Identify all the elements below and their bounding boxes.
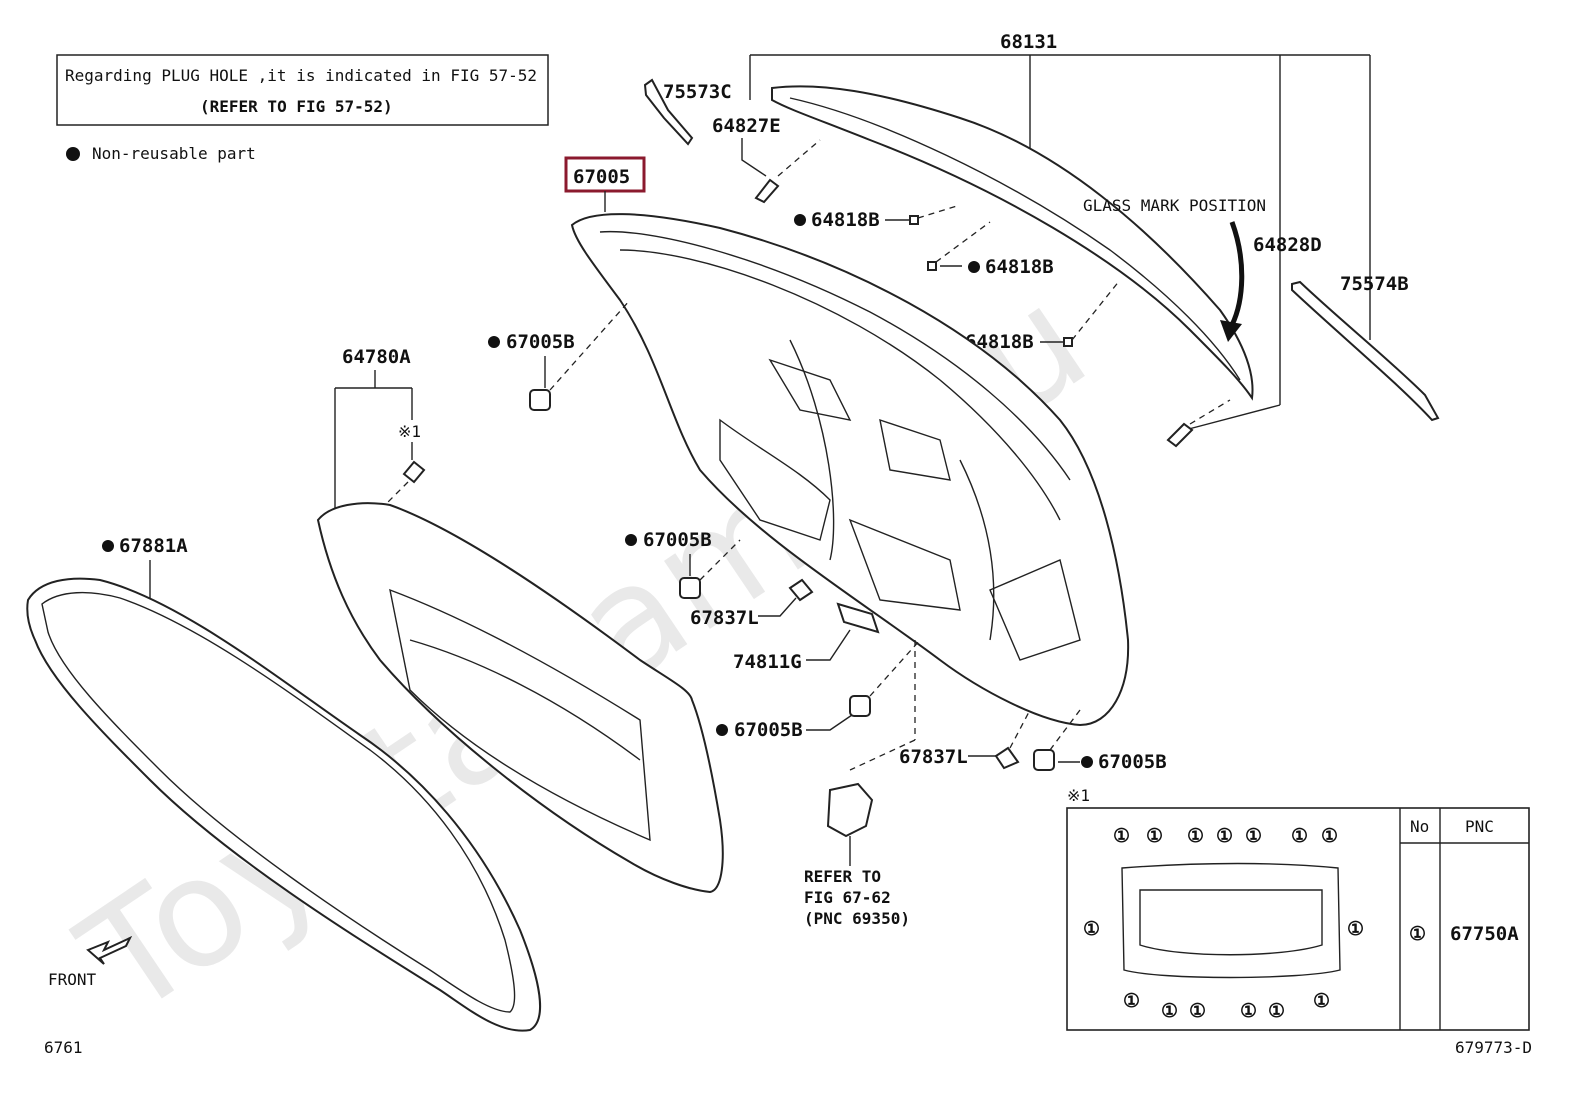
bumper-67005B-3-icon: [849, 695, 871, 717]
label-67837L-1: 67837L: [690, 607, 759, 629]
leader-68131: [749, 54, 1371, 431]
label-67005B-4: 67005B: [1098, 751, 1167, 773]
label-64818B-1: 64818B: [811, 209, 880, 231]
trunk-trim-panel-64780A: [316, 502, 724, 894]
clip-64828D-icon: [1166, 422, 1194, 448]
clip-marker: ①: [1245, 825, 1262, 847]
inset-header-no: No: [1410, 817, 1429, 836]
clip-marker: ①: [1347, 918, 1364, 940]
refer-line1: REFER TO: [804, 867, 881, 886]
clip-marker: ①: [1268, 1000, 1285, 1022]
label-64818B-2: 64818B: [985, 256, 1054, 278]
label-67005: 67005: [573, 166, 630, 188]
non-reusable-dot-icon: [625, 534, 637, 546]
inset-table: No PNC ① 67750A: [1066, 807, 1530, 1031]
clip-64818B-2-icon: [927, 261, 937, 271]
figure-number-left: 6761: [44, 1038, 83, 1057]
clip-marker: ①: [1240, 1000, 1257, 1022]
clip-marker: ①: [1321, 825, 1338, 847]
inset-mark: ※1: [1067, 786, 1090, 805]
label-67005B-2: 67005B: [643, 529, 712, 551]
glass-mark-arrowhead-icon: [1220, 320, 1242, 342]
label-75574B: 75574B: [1340, 273, 1409, 295]
non-reusable-dot-icon: [66, 147, 80, 161]
clip-marker: ①: [1187, 825, 1204, 847]
inset-panel-outline: [1121, 862, 1341, 979]
plug-hole-note-line2: (REFER TO FIG 57-52): [200, 97, 393, 116]
label-67837L-2: 67837L: [899, 746, 968, 768]
clip-marker: ①: [1146, 825, 1163, 847]
label-74811G: 74811G: [733, 651, 802, 673]
non-reusable-legend: Non-reusable part: [92, 144, 256, 163]
non-reusable-dot-icon: [968, 261, 980, 273]
refer-line3: (PNC 69350): [804, 909, 910, 928]
label-64828D: 64828D: [1253, 234, 1322, 256]
non-reusable-dot-icon: [1081, 756, 1093, 768]
clip-64827E-icon: [754, 178, 780, 204]
clip-marker: ①: [1216, 825, 1233, 847]
leader-64780A: [334, 370, 413, 510]
lock-assembly-icon: [826, 782, 874, 838]
front-arrow-icon: [86, 935, 133, 965]
glass-mark-arrow: [1229, 221, 1245, 327]
inset-clip-markers: ① ① ① ① ① ① ① ① ① ① ① ① ① ① ①: [1083, 825, 1364, 1022]
weatherstrip-67881A: [26, 577, 541, 1032]
clip-marker: ①: [1123, 990, 1140, 1012]
inset-row-pnc: 67750A: [1450, 923, 1519, 945]
non-reusable-dot-icon: [794, 214, 806, 226]
glass-mark-label: GLASS MARK POSITION: [1083, 196, 1266, 215]
clip-64780A-icon: [402, 460, 426, 484]
clip-marker: ①: [1291, 825, 1308, 847]
label-68131: 68131: [1000, 31, 1057, 53]
handle-74811G-icon: [836, 602, 880, 634]
clip-marker: ①: [1189, 1000, 1206, 1022]
label-67881A: 67881A: [119, 535, 188, 557]
label-67005B-3: 67005B: [734, 719, 803, 741]
non-reusable-dot-icon: [102, 540, 114, 552]
bumper-67005B-2-icon: [679, 577, 701, 599]
bumper-67005B-4-icon: [1033, 749, 1055, 771]
clip-mark: ※1: [398, 422, 421, 441]
clip-64818B-1-icon: [909, 215, 919, 225]
strip-75573C: [643, 78, 694, 146]
clip-marker: ①: [1113, 825, 1130, 847]
plug-hole-note: Regarding PLUG HOLE ,it is indicated in …: [56, 54, 549, 126]
plug-hole-note-line1: Regarding PLUG HOLE ,it is indicated in …: [65, 66, 537, 85]
refer-line2: FIG 67-62: [804, 888, 891, 907]
clip-marker: ①: [1161, 1000, 1178, 1022]
trunk-lid-panel: [570, 213, 1130, 727]
label-67005B-1: 67005B: [506, 331, 575, 353]
figure-number-right: 679773-D: [1455, 1038, 1532, 1057]
label-64780A: 64780A: [342, 346, 411, 368]
spoiler-part: [771, 85, 1254, 401]
clip-64818B-3-icon: [1063, 337, 1073, 347]
non-reusable-dot-icon: [488, 336, 500, 348]
label-64827E: 64827E: [712, 115, 781, 137]
bumper-67005B-1-icon: [529, 389, 551, 411]
inset-row-no: ①: [1409, 923, 1426, 945]
stopper-67837L-2-icon: [994, 746, 1020, 770]
non-reusable-dot-icon: [716, 724, 728, 736]
clip-marker: ①: [1313, 990, 1330, 1012]
clip-marker: ①: [1083, 918, 1100, 940]
stopper-67837L-1-icon: [788, 578, 814, 602]
inset-header-pnc: PNC: [1465, 817, 1494, 836]
highlight-box-67005: [564, 156, 646, 193]
label-75573C: 75573C: [663, 81, 732, 103]
strip-75574B: [1291, 280, 1440, 422]
label-64818B-3: 64818B: [965, 331, 1034, 353]
front-label: FRONT: [48, 970, 97, 989]
